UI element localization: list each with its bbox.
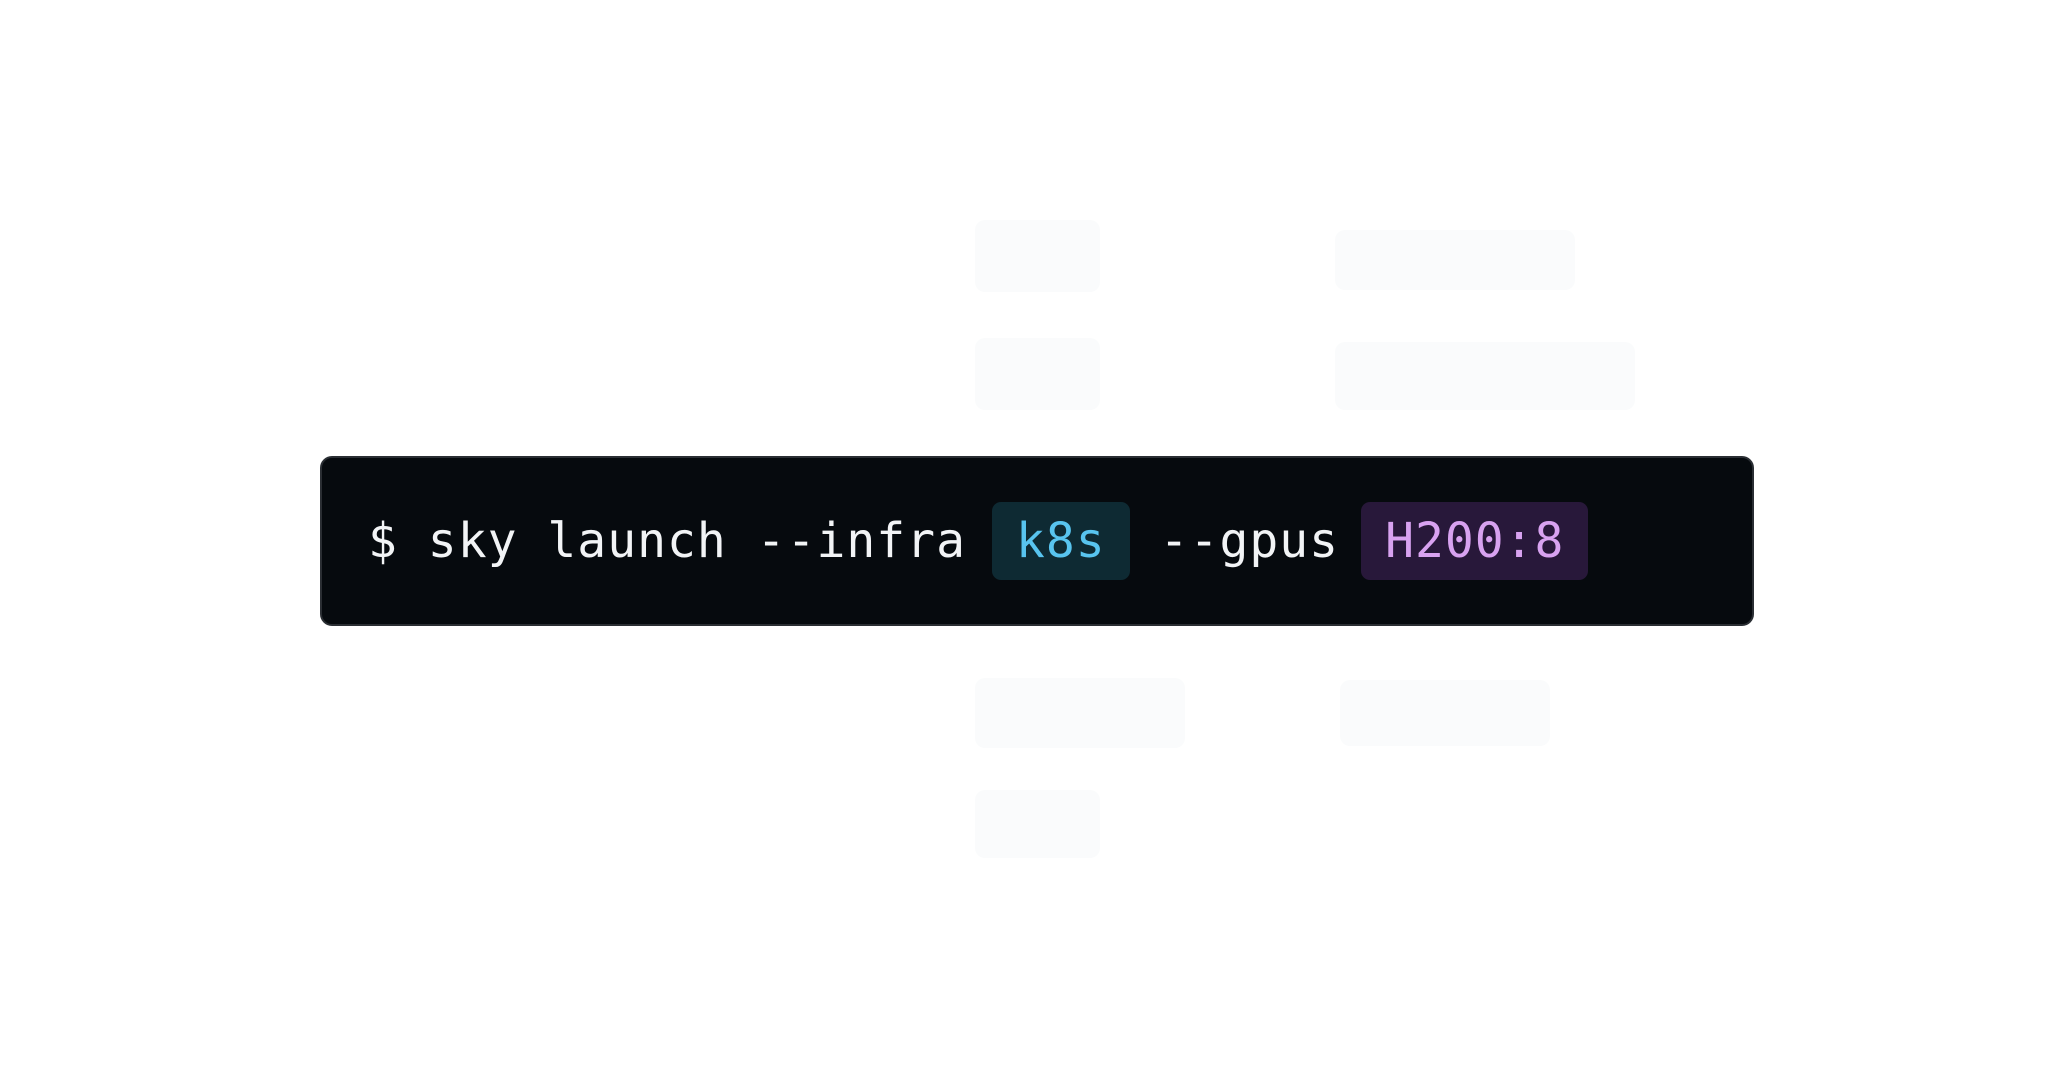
command-line: $ sky launch --infra k8s --gpus H200:8 xyxy=(368,502,1589,580)
ghost-chip xyxy=(975,338,1100,410)
ghost-chip xyxy=(1340,680,1550,746)
ghost-chip xyxy=(1335,230,1575,290)
gpus-flag-text: --gpus xyxy=(1159,513,1340,569)
ghost-chip xyxy=(975,678,1185,748)
command-prompt-text: $ sky launch --infra xyxy=(368,513,966,569)
infra-value-chip[interactable]: k8s xyxy=(991,502,1130,580)
ghost-chip xyxy=(975,220,1100,292)
gpus-value-chip[interactable]: H200:8 xyxy=(1361,502,1589,580)
ghost-chip xyxy=(1335,342,1635,410)
terminal-window: $ sky launch --infra k8s --gpus H200:8 xyxy=(320,456,1754,626)
ghost-chip xyxy=(975,790,1100,858)
